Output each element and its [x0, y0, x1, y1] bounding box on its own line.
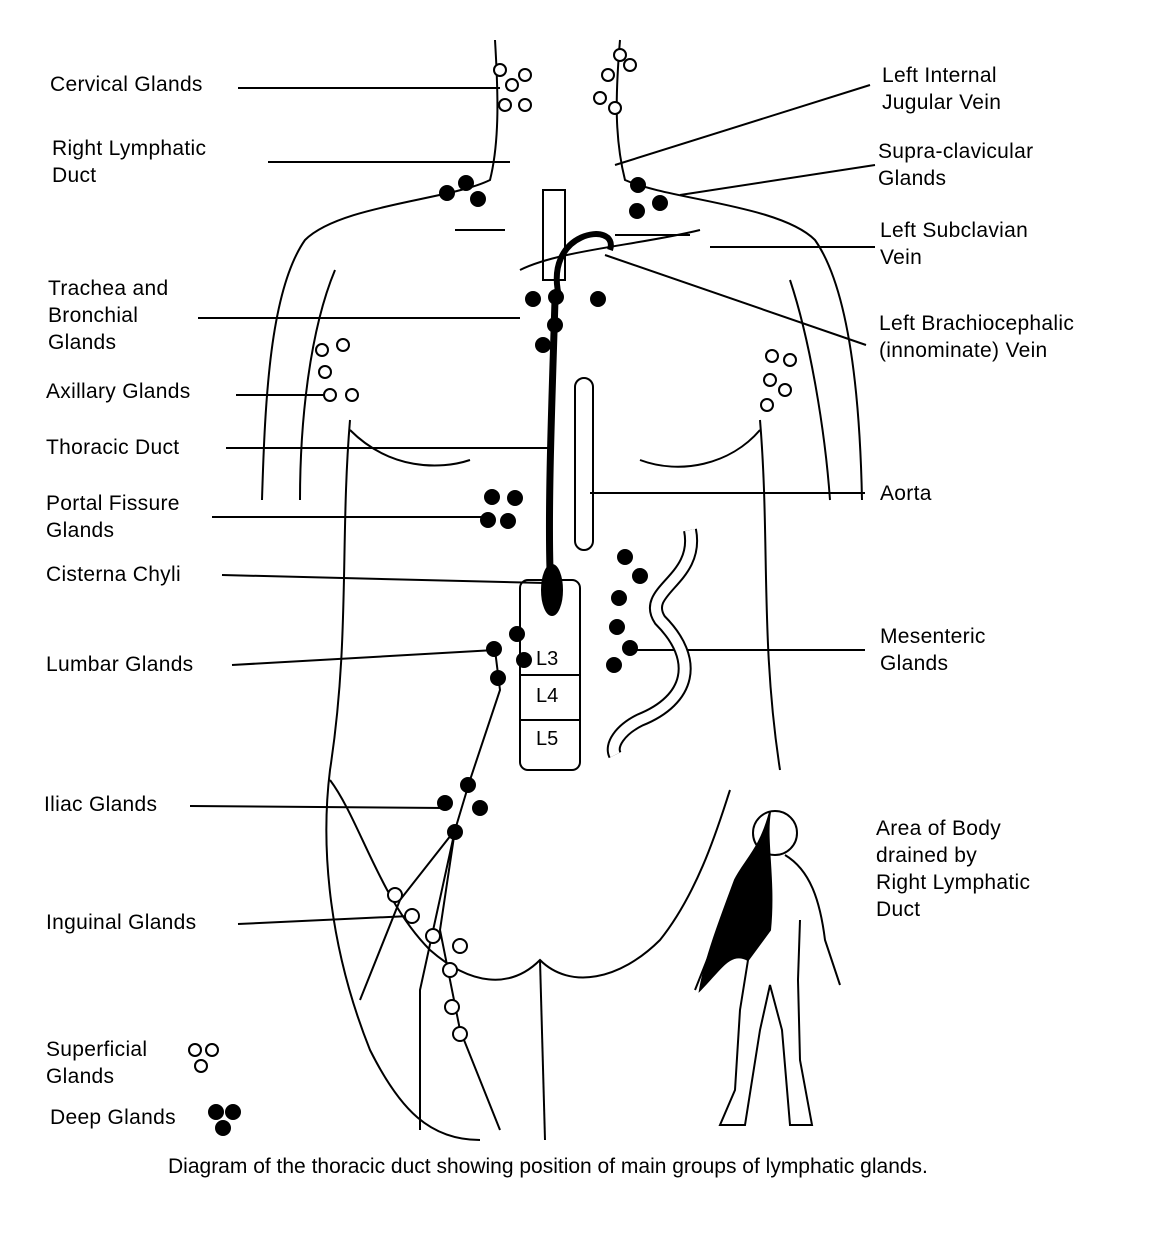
trachea	[542, 189, 566, 281]
legend-deep-glands: Deep Glands	[50, 1106, 176, 1129]
label-cervical-glands: Cervical Glands	[50, 73, 203, 96]
label-cisterna-chyli: Cisterna Chyli	[46, 563, 181, 586]
superficial-glands	[188, 48, 797, 1073]
label-thoracic-duct: Thoracic Duct	[46, 436, 180, 459]
small-body-figure	[694, 810, 841, 1126]
aorta	[574, 377, 594, 551]
label-lumbar-glands: Lumbar Glands	[46, 653, 194, 676]
label-iliac-glands: Iliac Glands	[44, 793, 158, 816]
label-left-brachiocephalic-vein: Left Brachiocephalic(innominate) Vein	[879, 312, 1075, 362]
vertebra-l5: L5	[536, 728, 559, 750]
caption: Diagram of the thoracic duct showing pos…	[168, 1155, 928, 1178]
leader-lines	[189, 84, 876, 925]
label-aorta: Aorta	[880, 482, 932, 505]
cisterna-chyli	[541, 564, 563, 616]
vertebra-l4: L4	[536, 685, 559, 707]
thoracic-duct	[545, 299, 559, 571]
vertebra-l3: L3	[536, 648, 559, 670]
body-outline	[261, 39, 863, 1141]
label-axillary-glands: Axillary Glands	[46, 380, 191, 403]
deep-glands	[208, 175, 668, 1136]
label-inguinal-glands: Inguinal Glands	[46, 911, 197, 934]
